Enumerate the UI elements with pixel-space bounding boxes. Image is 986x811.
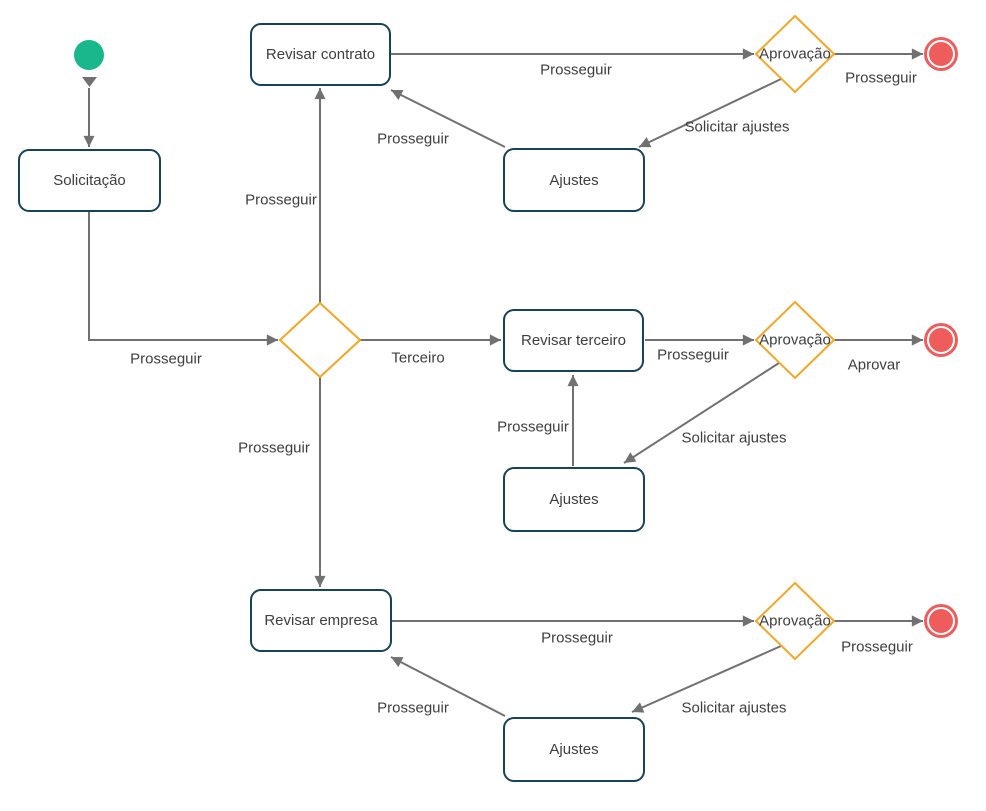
task-label: Revisar contrato	[265, 46, 376, 63]
decision-aprovacao-top-diamond[interactable]	[754, 14, 836, 94]
edge-label-aprovacao-mid-to-end[interactable]: Aprovar	[847, 356, 901, 374]
decision-main-diamond[interactable]	[278, 301, 362, 379]
edge-label-decision-to-contrato[interactable]: Prosseguir	[245, 191, 317, 209]
edge-label-aprovacao-top-to-end[interactable]: Prosseguir	[845, 69, 917, 87]
edge-solicitacao-to-decision[interactable]	[88, 212, 278, 346]
edge-label-terceiro-to-aprovacao[interactable]: Prosseguir	[657, 346, 729, 364]
task-ajustes-bottom[interactable]: Ajustes	[503, 717, 645, 782]
edge-label-solicitacao-to-decision[interactable]: Prosseguir	[130, 350, 202, 368]
edge-label-empresa-to-aprovacao[interactable]: Prosseguir	[541, 629, 613, 647]
task-label: Revisar empresa	[264, 612, 378, 629]
decision-aprovacao-mid-diamond[interactable]	[754, 300, 836, 380]
edge-label-ajustes-top-to-contrato[interactable]: Prosseguir	[377, 130, 449, 148]
edge-label-aprovacao-mid-to-ajustes[interactable]: Solicitar ajustes	[681, 429, 787, 447]
edge-ajustes-bottom-to-empresa[interactable]	[390, 656, 506, 717]
task-revisar-contrato[interactable]: Revisar contrato	[250, 23, 391, 86]
decision-aprovacao-bottom-diamond[interactable]	[754, 581, 836, 661]
end-event-mid-node[interactable]	[924, 323, 958, 357]
edge-label-decision-to-terceiro[interactable]: Terceiro	[391, 349, 445, 367]
task-label: Ajustes	[549, 741, 599, 758]
end-event-bottom-node[interactable]	[924, 604, 958, 638]
start-event-node[interactable]	[74, 40, 104, 70]
task-solicitacao[interactable]: Solicitação	[18, 149, 161, 212]
edge-label-ajustes-bottom-to-empresa[interactable]: Prosseguir	[377, 699, 449, 717]
edge-label-aprovacao-bottom-to-end[interactable]: Prosseguir	[841, 638, 913, 656]
edge-aprovacao-mid-to-ajustes[interactable]	[623, 362, 780, 464]
edge-ajustes-top-to-contrato[interactable]	[390, 89, 506, 148]
edge-aprovacao-bottom-to-ajustes[interactable]	[631, 645, 782, 713]
edge-label-ajustes-mid-to-terceiro[interactable]: Prosseguir	[497, 418, 569, 436]
end-event-ring-icon	[927, 607, 955, 635]
task-revisar-empresa[interactable]: Revisar empresa	[250, 589, 392, 652]
edge-label-aprovacao-top-to-ajustes[interactable]: Solicitar ajustes	[684, 118, 790, 136]
task-revisar-terceiro[interactable]: Revisar terceiro	[503, 309, 644, 372]
end-event-top-node[interactable]	[924, 37, 958, 71]
end-event-ring-icon	[927, 326, 955, 354]
task-label: Solicitação	[53, 172, 126, 189]
start-edge-triangle-icon	[82, 77, 97, 87]
task-ajustes-top[interactable]: Ajustes	[503, 148, 645, 212]
task-label: Ajustes	[549, 491, 599, 508]
edge-label-contrato-to-aprovacao[interactable]: Prosseguir	[540, 61, 612, 79]
edge-aprovacao-top-to-ajustes[interactable]	[638, 78, 782, 148]
task-ajustes-mid[interactable]: Ajustes	[503, 467, 645, 532]
task-label: Revisar terceiro	[520, 332, 627, 349]
task-label: Ajustes	[549, 171, 599, 189]
edge-label-decision-to-empresa[interactable]: Prosseguir	[238, 439, 310, 457]
edge-label-aprovacao-bottom-to-ajustes[interactable]: Solicitar ajustes	[681, 699, 787, 717]
end-event-ring-icon	[927, 40, 955, 68]
